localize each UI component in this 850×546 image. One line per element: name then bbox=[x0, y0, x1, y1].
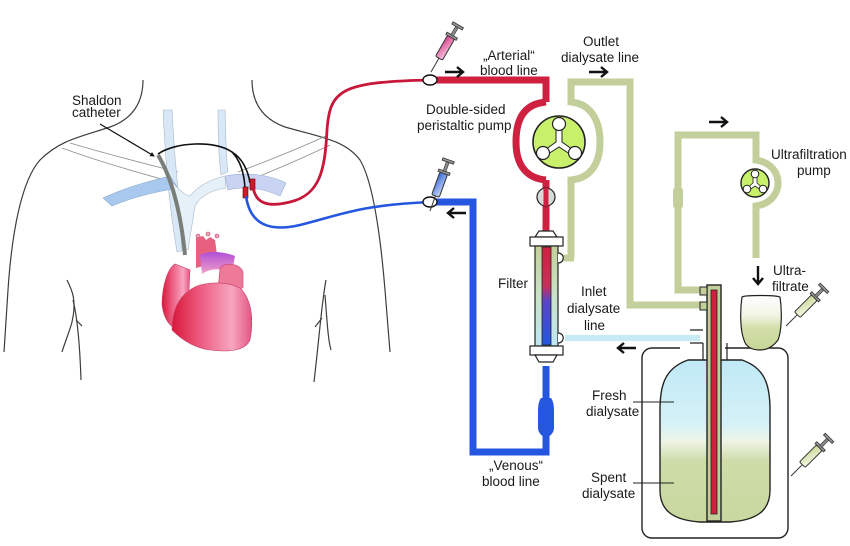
label-spent-dialysate: dialysate bbox=[582, 486, 635, 501]
syringe-arterial-icon bbox=[430, 21, 464, 73]
outlet-flow-arrow bbox=[589, 66, 609, 78]
ultrafiltrate-flow-arrow bbox=[752, 266, 764, 286]
ultrafiltrate-container bbox=[740, 294, 782, 351]
uf-flow-arrow bbox=[709, 116, 729, 128]
label-inlet-dialysate: dialysate bbox=[567, 301, 620, 316]
syringe-spent-dialysate-icon bbox=[790, 432, 835, 477]
ultrafiltration-pump-rotor[interactable] bbox=[740, 168, 770, 198]
arterial-port[interactable] bbox=[422, 74, 438, 86]
venous-flow-arrow bbox=[446, 207, 466, 219]
label-spent: Spent bbox=[591, 470, 627, 485]
arterial-flow-arrow bbox=[445, 66, 465, 78]
label-inlet-line: line bbox=[584, 318, 605, 333]
label-fresh: Fresh bbox=[592, 388, 627, 403]
venous-port[interactable] bbox=[422, 196, 438, 208]
flow-arrows bbox=[445, 66, 764, 354]
clavicles bbox=[61, 134, 331, 183]
label-venous-blood-line: blood line bbox=[482, 474, 540, 489]
arterial-tube-body bbox=[251, 78, 431, 206]
label-inlet: Inlet bbox=[581, 284, 607, 299]
dialyzer-filter[interactable] bbox=[529, 230, 564, 363]
veins bbox=[102, 109, 287, 253]
label-outlet: Outlet bbox=[583, 34, 619, 49]
venous-line-machine bbox=[430, 198, 550, 456]
peristaltic-pump-rotor[interactable] bbox=[532, 115, 586, 169]
torso-outline bbox=[3, 79, 391, 383]
catheter-hub-wire bbox=[157, 143, 251, 184]
label-catheter: catheter bbox=[72, 105, 121, 120]
label-filter: Filter bbox=[498, 276, 529, 291]
label-outlet-dialysate-line: dialysate line bbox=[561, 50, 639, 65]
venous-bubble-chamber bbox=[538, 398, 554, 438]
outlet-dialysate-line bbox=[567, 78, 700, 309]
venous-tube-body bbox=[244, 195, 431, 229]
label-peristaltic-pump: peristaltic pump bbox=[417, 118, 512, 133]
inlet-flow-arrow bbox=[616, 342, 636, 354]
ultrafiltration-line bbox=[674, 131, 782, 294]
label-shaldon: Shaldon bbox=[72, 93, 122, 108]
label-uf-pump: pump bbox=[797, 163, 831, 178]
label-ultra: Ultra- bbox=[773, 263, 806, 278]
syringe-ultrafiltrate-icon bbox=[785, 282, 830, 327]
label-arterial-blood-line: blood line bbox=[480, 63, 538, 78]
arterial-line-machine bbox=[430, 76, 550, 102]
label-arterial: „Arterial“ bbox=[483, 48, 535, 63]
uf-line-clamp bbox=[673, 187, 683, 209]
label-filtrate: filtrate bbox=[772, 279, 809, 294]
label-fresh-dialysate: dialysate bbox=[586, 404, 639, 419]
shaldon-catheter-tube bbox=[156, 153, 187, 256]
label-ultrafiltration: Ultrafiltration bbox=[771, 147, 847, 162]
arterial-pump-loop bbox=[512, 98, 547, 184]
shaldon-pointer bbox=[99, 123, 155, 157]
dialysate-tank bbox=[641, 284, 789, 539]
label-double-sided: Double-sided bbox=[426, 102, 506, 117]
heart-illustration bbox=[161, 231, 253, 352]
label-venous: „Venous“ bbox=[489, 458, 543, 473]
syringe-venous-icon bbox=[429, 157, 455, 212]
catheter-hub-wire-2 bbox=[231, 151, 246, 189]
